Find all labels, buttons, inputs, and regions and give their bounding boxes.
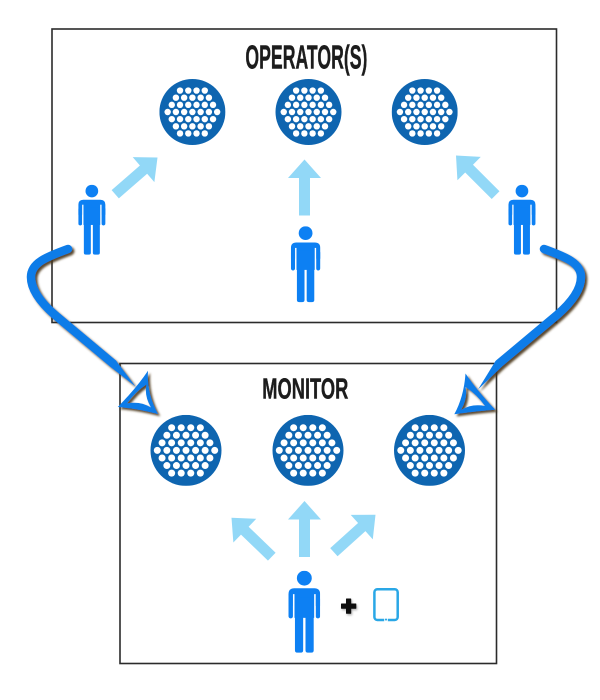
svg-text:MONITOR: MONITOR [262,374,348,406]
svg-text:OPERATOR(S): OPERATOR(S) [245,39,367,76]
